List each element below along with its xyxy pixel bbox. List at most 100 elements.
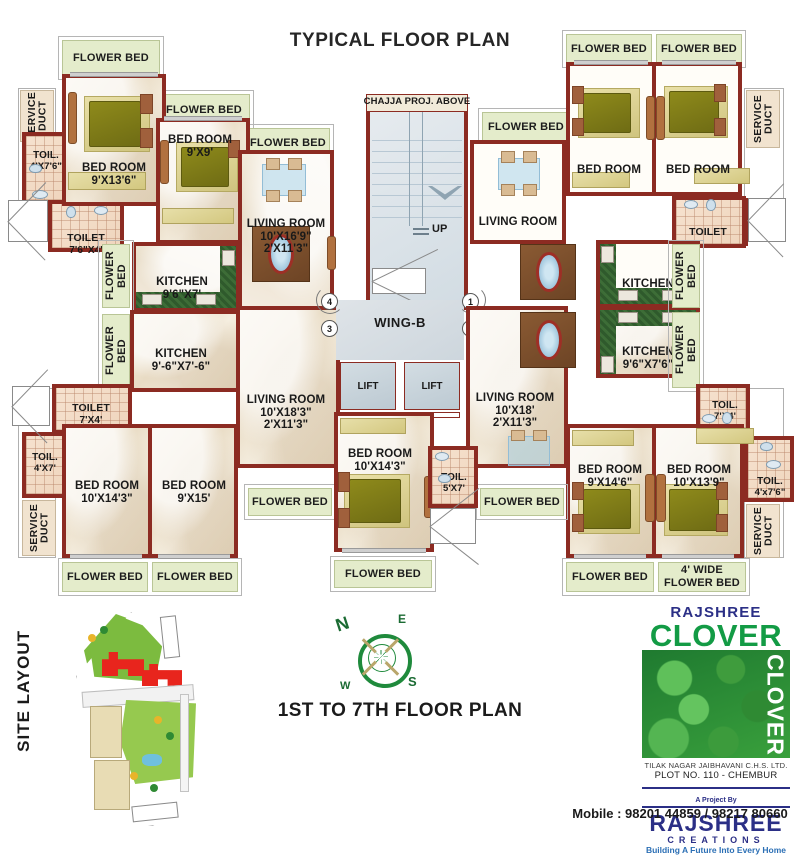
mirror-tl: [268, 234, 294, 274]
flower-bed-br-2: 4' WIDE FLOWER BED: [658, 562, 746, 592]
fridge-tl: [222, 250, 235, 266]
mirror-tr: [536, 252, 562, 292]
lift-right: LIFT: [404, 362, 460, 410]
chair-br-1: [511, 430, 525, 441]
wc-bc: [438, 474, 451, 483]
plot-number: PLOT NO. 110 - CHEMBUR: [654, 770, 778, 782]
flower-bed-label: FLOWER BED: [252, 496, 328, 508]
side-table-br-2: [716, 482, 728, 500]
side-table-br-2b: [716, 514, 728, 532]
flower-bed-label: FLOWER BED: [571, 43, 647, 55]
wc-br-2: [760, 442, 773, 451]
side-table-tr-2b: [714, 118, 726, 136]
page-title: TYPICAL FLOOR PLAN: [289, 30, 511, 51]
window-tr-1: [574, 60, 648, 65]
service-duct-br: SERVICE DUCT: [746, 504, 780, 558]
flower-bed-label: FLOWER BED: [250, 137, 326, 149]
bed-br-1: [583, 489, 631, 529]
service-duct-label: SERVICE DUCT: [27, 504, 51, 553]
flat-marker-3: 3: [321, 320, 338, 337]
window-tr-2: [662, 60, 736, 65]
window-tl-2: [164, 116, 242, 121]
window-br-2: [662, 554, 734, 559]
sofa-br-2: [696, 428, 754, 444]
chair-tl-3: [266, 190, 280, 202]
basin-br-2: [766, 460, 781, 469]
sofa-tl-1: [68, 172, 146, 190]
window-bl-1: [70, 554, 142, 559]
rajshree-wordmark-big: RAJSHREE: [649, 810, 783, 837]
flower-bed-tr-2: FLOWER BED: [656, 34, 742, 64]
bedroom-bl-2: [152, 428, 234, 554]
wc-tl: [29, 164, 42, 173]
site-tree-2: [100, 626, 108, 634]
site-label-box-top: [159, 615, 181, 659]
chair-tr-3: [501, 184, 515, 196]
flower-bed-tr-1: FLOWER BED: [566, 34, 652, 64]
lift-lobby: [336, 300, 464, 360]
door-leaf-tl-1: [68, 92, 77, 144]
outline-fb-br: [562, 558, 750, 596]
chair-tr-2: [523, 151, 537, 163]
rajshree-wordmark-top: RAJSHREE: [670, 604, 762, 621]
service-duct-bl: SERVICE DUCT: [22, 500, 56, 556]
site-building-tan-1: [90, 706, 122, 758]
sofa-br-1: [572, 430, 634, 446]
basin-tl-2: [94, 206, 108, 215]
bottom-title: 1ST TO 7TH FLOOR PLAN: [277, 700, 523, 721]
basin-tr-2: [684, 200, 698, 209]
flower-bed-bl-1: FLOWER BED: [62, 562, 148, 592]
sofa-bc: [340, 418, 406, 434]
flower-bed-label: FLOWER BED: [157, 571, 233, 583]
fridge-br: [601, 356, 614, 373]
flower-bed-label: FLOWER BED: [73, 52, 149, 64]
lift-left: LIFT: [340, 362, 396, 410]
side-table-br-1b: [572, 514, 584, 532]
duct-box-bottom-center: [430, 508, 476, 544]
chair-tl-4: [288, 190, 302, 202]
creations-label: CREATIONS: [667, 835, 765, 846]
door-leaf-tl-living: [327, 236, 336, 270]
bed-tl-1: [89, 101, 141, 147]
chair-tl-2: [288, 158, 302, 170]
compass-label-s: S: [408, 674, 417, 689]
chair-br-2: [533, 430, 547, 441]
kitchen-bl: [134, 314, 236, 388]
window-tl-1: [70, 72, 158, 77]
door-leaf-tr-2: [656, 96, 665, 140]
toilet-bl-big: [56, 388, 128, 430]
door-leaf-tl-2: [160, 140, 169, 184]
flower-bed-label: FLOWER BED: [484, 496, 560, 508]
wc-br-1: [722, 412, 732, 424]
site-road-right: [180, 694, 189, 792]
site-label-box-bottom: [131, 801, 179, 823]
mobile-number: Mobile : 98201 44859 / 98217 80660: [572, 806, 788, 821]
stair-flight-lines: [372, 130, 462, 218]
flower-bed-r-vert-2: FLOWER BED: [672, 312, 700, 388]
side-table-tl-2: [228, 140, 240, 158]
stove-tl: [196, 294, 216, 305]
side-table-tr-1b: [572, 118, 584, 136]
side-table-bc-b: [338, 508, 350, 528]
dining-table-br: [508, 436, 550, 466]
flower-bed-bl-2: FLOWER BED: [152, 562, 238, 592]
sofa-tr-2: [694, 168, 750, 184]
wc-tr-2: [706, 199, 716, 211]
outline-fb-tl-vert: [98, 240, 134, 392]
flower-bed-label: FLOWER BED: [572, 571, 648, 583]
flower-bed-center-top: FLOWER BED: [482, 112, 570, 142]
door-leaf-br-1: [645, 474, 655, 522]
tagline: Building A Future Into Every Home: [645, 845, 787, 855]
project-by-label: A Project By: [695, 797, 737, 805]
sofa-tl-2: [162, 208, 234, 224]
chair-tr-4: [523, 184, 537, 196]
compass-rose: N E S W: [330, 612, 430, 704]
side-table-br-1: [572, 482, 584, 500]
site-tree-4: [166, 732, 174, 740]
window-bl-2: [158, 554, 230, 559]
flower-bed-label: FLOWER BED: [488, 121, 564, 133]
chair-tl-1: [266, 158, 280, 170]
stair-center-wall: [409, 106, 423, 226]
window-bc: [342, 548, 426, 553]
stove-tr: [618, 290, 638, 301]
